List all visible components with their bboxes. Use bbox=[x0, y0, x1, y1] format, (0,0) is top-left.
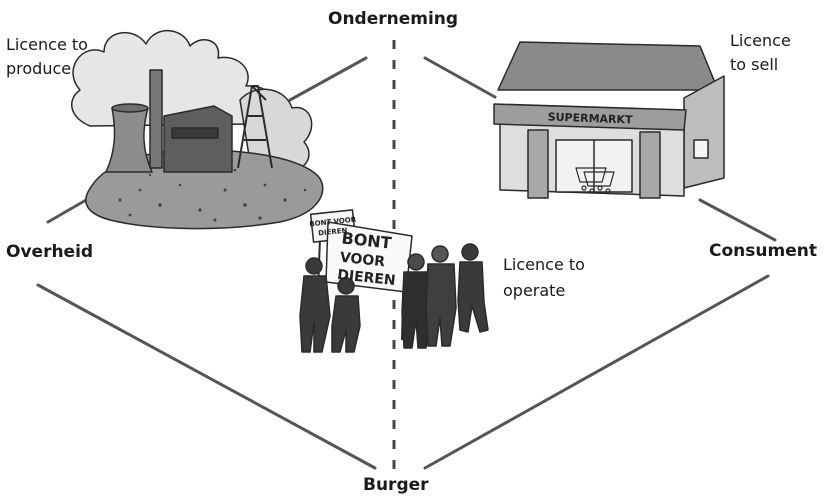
protest-banner-line3: DIEREN bbox=[337, 267, 397, 289]
line-left-bottom bbox=[36, 283, 377, 470]
licence-to-sell-line1: Licence bbox=[730, 31, 791, 50]
licence-to-operate-line1: Licence to bbox=[503, 255, 585, 274]
line-top-left bbox=[288, 56, 368, 102]
licence-to-produce-line1: Licence to bbox=[6, 35, 88, 54]
line-right-bottom bbox=[423, 274, 770, 470]
store-roof bbox=[497, 41, 719, 91]
supermarket-illustration: SUPERMARKT bbox=[493, 41, 725, 199]
store-sign-text: SUPERMARKT bbox=[547, 111, 633, 127]
node-label-onderneming: Onderneming bbox=[328, 9, 459, 29]
store-sign-band bbox=[493, 103, 687, 131]
store-column-left bbox=[527, 129, 549, 199]
protest-banner-line2: VOOR bbox=[339, 250, 386, 271]
node-label-burger: Burger bbox=[363, 475, 429, 495]
protest-illustration: BONT VOOR DIEREN BONT VOOR DIEREN bbox=[299, 209, 489, 353]
cooling-tower bbox=[105, 107, 153, 173]
line-top-right bbox=[423, 56, 497, 99]
node-label-overheid: Overheid bbox=[6, 242, 94, 262]
line-consument-store bbox=[698, 198, 777, 242]
factory-illustration bbox=[70, 29, 324, 230]
connector-lines bbox=[36, 56, 777, 470]
shopping-carts bbox=[575, 167, 615, 194]
node-label-consument: Consument bbox=[709, 241, 817, 261]
ground-speckles bbox=[118, 168, 307, 222]
store-column-right bbox=[639, 131, 661, 199]
licence-to-sell-line2: to sell bbox=[730, 55, 779, 74]
store-side-wall bbox=[683, 75, 725, 189]
factory-building bbox=[163, 105, 233, 173]
pylon bbox=[237, 85, 273, 169]
chimney bbox=[149, 69, 163, 169]
protestors bbox=[299, 243, 489, 353]
licence-to-operate-line2: operate bbox=[503, 281, 566, 300]
licence-to-produce-line2: produce bbox=[6, 59, 72, 78]
protest-small-sign-line2: DIEREN bbox=[318, 226, 348, 237]
